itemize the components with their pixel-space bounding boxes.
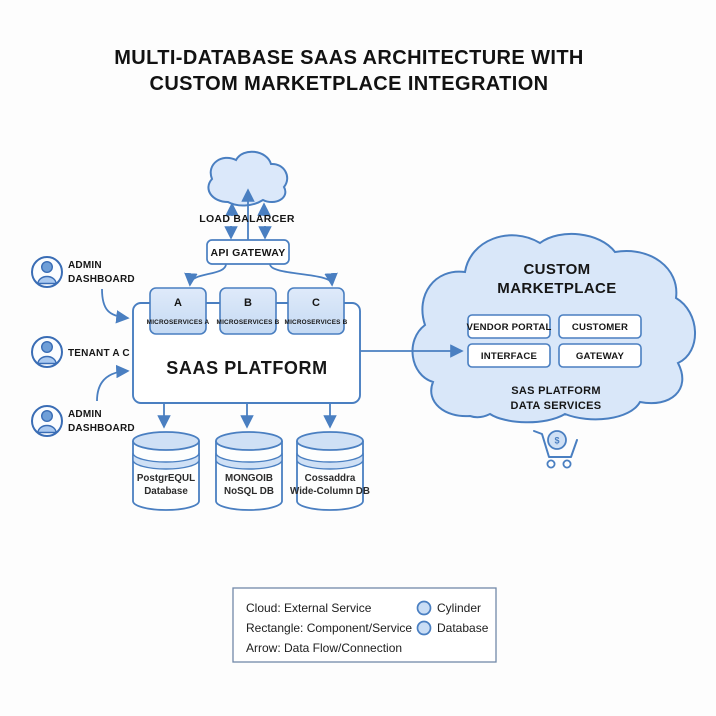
db-label-line2: Database: [144, 486, 188, 497]
cylinder-icon: [416, 600, 432, 616]
user-icon-body: [37, 424, 57, 434]
user-label-line2: DASHBOARD: [68, 274, 135, 285]
database-mongo: MONGOIB NoSQL DB: [215, 431, 283, 511]
vendor-portal-label: VENDOR PORTAL: [466, 322, 551, 333]
db-label-line1: Cossaddra: [305, 473, 356, 484]
db-cylinder-band: [296, 452, 364, 470]
vendor-portal-box: [467, 314, 551, 339]
microservice-b: B MICROSERVICES B: [217, 287, 280, 335]
marketplace-subtitle-line1: SAS PLATFORM: [511, 385, 601, 397]
database-postgres: PostgrEQUL Database: [132, 431, 200, 511]
microservice-label: MICROSERVICES B: [217, 319, 280, 326]
user-icon-body: [37, 275, 57, 285]
microservice-box: [287, 287, 345, 335]
marketplace-cloud-icon: [411, 232, 696, 424]
db-label-line1: MONGOIB: [225, 473, 273, 484]
cart-wheel: [562, 459, 572, 469]
interface-box: [467, 343, 551, 368]
legend-row-rectangle: Rectangle: Component/Service: [246, 621, 412, 635]
customer-box: [558, 314, 642, 339]
legend-symbol-cylinder: Cylinder: [437, 601, 481, 615]
marketplace-subtitle-line2: DATA SERVICES: [511, 400, 602, 412]
user-admin-top: ADMIN DASHBOARD: [31, 256, 135, 288]
cart-currency-symbol: $: [554, 436, 559, 446]
database-icon: [416, 620, 432, 636]
gateway-label: GATEWAY: [576, 351, 625, 362]
custom-marketplace-group: CUSTOM MARKETPLACE VENDOR PORTAL CUSTOME…: [411, 232, 696, 424]
admin-bottom-to-platform-arrow: [96, 364, 130, 402]
user-label-line1: ADMIN: [68, 409, 102, 420]
db-cylinder-body: [132, 441, 200, 511]
db-cylinder-band: [132, 452, 200, 470]
db-cylinder-top: [132, 431, 200, 451]
microservice-letter: B: [244, 297, 252, 309]
user-icon-head: [41, 410, 54, 423]
user-tenant: TENANT A C: [31, 336, 130, 368]
interface-label: INTERFACE: [481, 351, 538, 362]
db-cylinder-body: [296, 441, 364, 511]
load-balancer-cloud-icon: [207, 150, 289, 207]
microservice-label: MICROSERVICES A: [147, 319, 210, 326]
legend-box: [232, 587, 497, 663]
legend-symbol-database: Database: [437, 621, 489, 635]
microservice-c: C MICROSERVICES B: [285, 287, 348, 335]
db-label-line2: NoSQL DB: [224, 486, 274, 497]
db-cylinder-band: [215, 452, 283, 470]
load-balancer-label: LOAD BALARCER: [199, 213, 295, 225]
user-label-line1: ADMIN: [68, 260, 102, 271]
db-cylinder-top: [215, 431, 283, 451]
page-title-line2: CUSTOM MARKETPLACE INTEGRATION: [149, 73, 548, 95]
user-icon-head: [41, 261, 54, 274]
cart-price-badge: [547, 430, 567, 450]
user-label-line2: DASHBOARD: [68, 423, 135, 434]
db-label-line1: PostgrEQUL: [137, 473, 195, 484]
gateway-box: [558, 343, 642, 368]
db-label-line2: Wide-Column DB: [290, 486, 370, 497]
cart-frame: [533, 430, 578, 458]
legend-row-cloud: Cloud: External Service: [246, 601, 372, 615]
user-admin-bottom: ADMIN DASHBOARD: [31, 405, 135, 437]
microservice-letter: A: [174, 297, 182, 309]
gateway-to-service-a-arrow: [184, 263, 227, 287]
legend-row-arrow: Arrow: Data Flow/Connection: [246, 641, 402, 655]
marketplace-title-line2: MARKETPLACE: [497, 280, 616, 297]
microservice-box: [149, 287, 207, 335]
microservice-a: A MICROSERVICES A: [147, 287, 210, 335]
saas-platform-label: SAAS PLATFORM: [166, 358, 327, 378]
microservice-letter: C: [312, 297, 320, 309]
api-gateway-group: API GATEWAY: [184, 239, 338, 287]
db-cylinder-body: [215, 441, 283, 511]
microservice-label: MICROSERVICES B: [285, 319, 348, 326]
customer-label: CUSTOMER: [572, 322, 628, 333]
microservice-box: [219, 287, 277, 335]
load-balancer-group: LOAD BALARCER: [199, 150, 295, 240]
marketplace-title-line1: CUSTOM: [523, 261, 590, 278]
shopping-cart-icon: $: [533, 430, 578, 469]
cart-wheel: [546, 459, 556, 469]
user-icon-head: [41, 341, 54, 354]
api-gateway-label: API GATEWAY: [210, 247, 285, 259]
legend: Cloud: External Service Rectangle: Compo…: [232, 587, 497, 663]
admin-top-to-platform-arrow: [101, 288, 130, 324]
user-icon-body: [37, 355, 57, 365]
db-cylinder-top: [296, 431, 364, 451]
database-cassandra: Cossaddra Wide-Column DB: [290, 431, 370, 511]
gateway-to-service-c-arrow: [269, 263, 338, 287]
page-title-line1: MULTI-DATABASE SAAS ARCHITECTURE WITH: [114, 47, 584, 69]
user-label-line1: TENANT A C: [68, 348, 130, 359]
api-gateway-box: [206, 239, 290, 265]
